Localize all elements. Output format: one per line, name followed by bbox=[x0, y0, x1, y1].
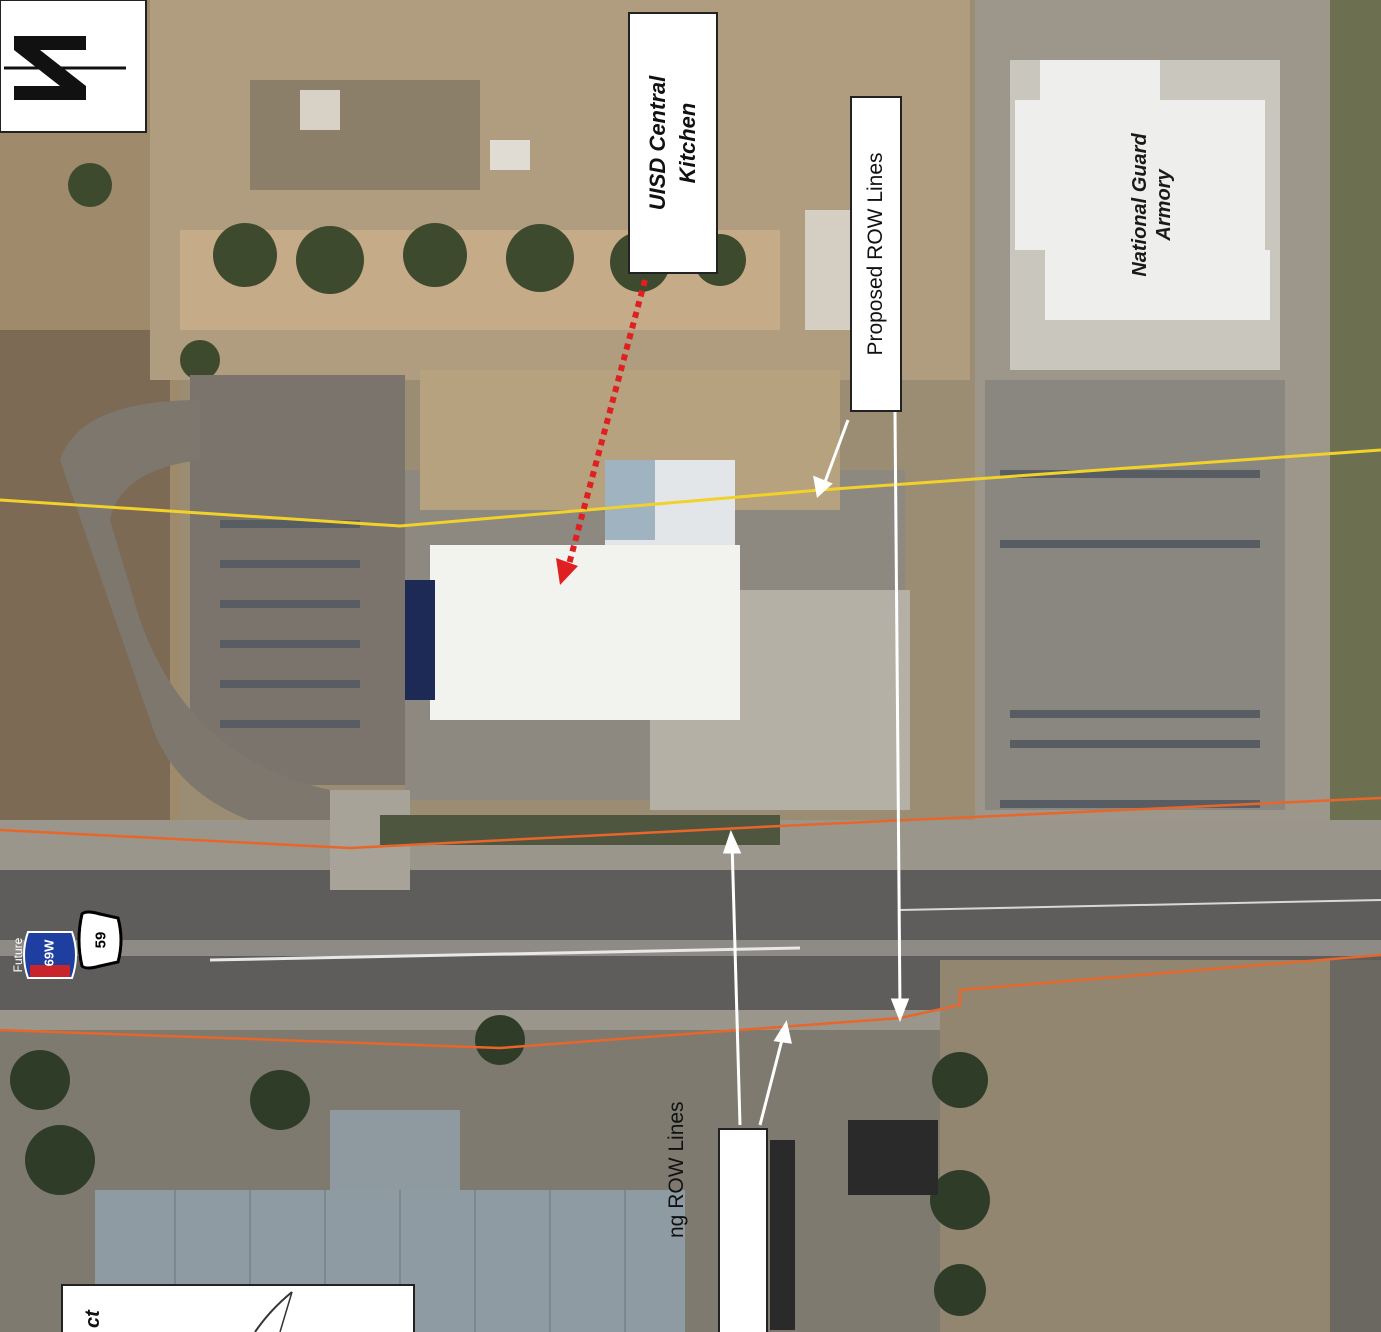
armory-label: National Guard Armory bbox=[1128, 133, 1176, 276]
east-road bbox=[1330, 960, 1381, 1332]
partial-legend-text: ct bbox=[82, 1310, 104, 1328]
proposed-row-callout: Proposed ROW Lines bbox=[850, 96, 902, 412]
north-arrow-icon bbox=[0, 0, 147, 133]
existing-row-line-north bbox=[0, 796, 1381, 850]
vegetation-east bbox=[1330, 0, 1381, 830]
kitchen-callout: UISD Central Kitchen bbox=[628, 12, 718, 274]
existing-row-callout: ng ROW Lines bbox=[665, 1101, 768, 1332]
vacant-field bbox=[940, 960, 1340, 1332]
us-route-shield-icon bbox=[77, 910, 123, 970]
interstate-future-label: Future bbox=[11, 937, 25, 973]
small-structures bbox=[250, 80, 480, 190]
armory-label-line1: National Guard bbox=[1129, 133, 1151, 277]
us-route-number: 59 bbox=[92, 931, 110, 949]
proposed-row-label: Proposed ROW Lines bbox=[864, 152, 887, 356]
kitchen-building bbox=[405, 460, 740, 720]
kitchen-label-line2: Kitchen bbox=[675, 102, 700, 184]
armory-building bbox=[1015, 60, 1270, 320]
kitchen-parking-west bbox=[190, 375, 405, 785]
armory-label-line2: Armory bbox=[1153, 169, 1175, 241]
armory-parking bbox=[985, 380, 1285, 810]
south-trees bbox=[10, 1015, 990, 1316]
proposed-row-line bbox=[0, 448, 1381, 528]
parked-cars bbox=[220, 470, 1260, 808]
callout-arrows bbox=[722, 411, 910, 1126]
kitchen-label-line1: UISD Central bbox=[645, 75, 670, 211]
south-building-annex bbox=[330, 1110, 460, 1205]
partial-legend-box bbox=[61, 1284, 415, 1332]
trailers bbox=[770, 1120, 938, 1330]
existing-row-label: ng ROW Lines bbox=[665, 1101, 689, 1238]
interstate-number: 69W bbox=[41, 939, 57, 967]
kitchen-label: UISD Central Kitchen bbox=[643, 76, 703, 210]
interstate-shield-icon bbox=[23, 931, 77, 979]
existing-row-line-south bbox=[0, 953, 1381, 1050]
curved-drive bbox=[60, 400, 330, 840]
partial-legend-text-clip: ct bbox=[82, 1304, 106, 1332]
kitchen-pointer-arrow bbox=[556, 279, 648, 585]
highway-median bbox=[0, 940, 1381, 956]
